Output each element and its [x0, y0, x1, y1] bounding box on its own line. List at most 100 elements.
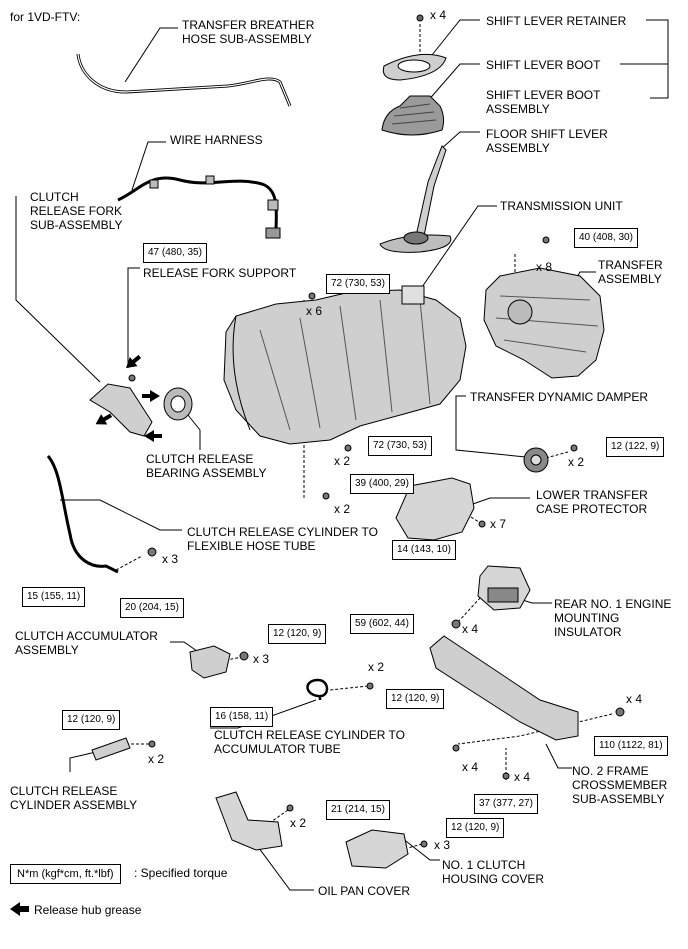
label-transfer-breather: TRANSFER BREATHER	[182, 18, 315, 32]
label-floor-shift-lever: FLOOR SHIFT LEVER	[486, 127, 608, 141]
torque-cylinder: 12 (120, 9)	[62, 710, 121, 730]
torque-housing-cover: 12 (120, 9)	[446, 818, 505, 838]
qty-trans-bottom: x 2	[334, 454, 351, 468]
leader-boot	[419, 63, 480, 111]
label-oil-pan-cover: OIL PAN COVER	[318, 884, 411, 898]
leader-bearing	[183, 409, 201, 450]
label-floor-shift-lever-2: ASSEMBLY	[486, 141, 550, 155]
label-clutch-accumulator: CLUTCH ACCUMULATOR	[15, 629, 158, 643]
release-fork-shape	[89, 383, 153, 437]
oil-pan-cover-shape	[215, 791, 283, 851]
label-crossmember-2: CROSSMEMBER	[572, 778, 668, 792]
leader-release-cyl	[69, 751, 97, 772]
label-crossmember-3: SUB-ASSEMBLY	[572, 792, 665, 806]
label-clutch-release-fork-2: RELEASE FORK	[30, 204, 123, 218]
qty-cylinder: x 2	[148, 752, 165, 766]
crossmember-shape	[429, 635, 579, 741]
qty-retainer: x 4	[430, 8, 447, 22]
model-header: for 1VD-FTV:	[10, 10, 81, 24]
torque-tube-left: 16 (158, 11)	[210, 707, 274, 727]
leader-fork-support	[127, 267, 140, 368]
qty-hose: x 3	[162, 552, 179, 566]
qty-trans-top: x 6	[306, 304, 323, 318]
label-release-bearing: CLUTCH RELEASE	[146, 452, 254, 466]
label-transfer-breather-2: HOSE SUB-ASSEMBLY	[182, 32, 312, 46]
transmission-housing	[223, 289, 467, 445]
transfer-case	[483, 267, 605, 379]
floor-lever-rod	[415, 145, 447, 237]
label-transfer-assembly-2: ASSEMBLY	[598, 272, 662, 286]
qty-cross-right: x 4	[626, 692, 643, 706]
leader-accum-tube	[210, 699, 317, 729]
torque-hose-left: 15 (155, 11)	[22, 587, 86, 607]
bracket-shift-group	[646, 19, 669, 99]
grease-arrow-icons	[95, 354, 162, 442]
qty-protector: x 7	[490, 517, 507, 531]
label-shift-lever-boot: SHIFT LEVER BOOT	[486, 58, 601, 72]
leader-protector	[469, 497, 530, 506]
qty-trans-lower: x 2	[334, 502, 351, 516]
torque-trans-lower: 39 (400, 29)	[350, 474, 414, 494]
leader-hose-tube	[60, 499, 182, 531]
torque-trans-bottom: 72 (730, 53)	[368, 436, 432, 456]
label-housing-cover-2: HOUSING COVER	[442, 872, 545, 886]
qty-damper: x 2	[568, 455, 585, 469]
label-wire-harness: WIRE HARNESS	[170, 133, 263, 147]
label-transfer-damper: TRANSFER DYNAMIC DAMPER	[470, 390, 649, 404]
torque-transfer: 40 (408, 30)	[574, 228, 638, 248]
label-shift-lever-boot-assy-2: ASSEMBLY	[486, 102, 550, 116]
qty-oil-pan: x 2	[290, 816, 307, 830]
leader-breather	[124, 27, 178, 83]
label-crossmember: NO. 2 FRAME	[572, 764, 649, 778]
label-release-cylinder-2: CYLINDER ASSEMBLY	[10, 798, 138, 812]
leader-wire-harness	[131, 141, 166, 191]
label-clutch-release-fork-3: SUB-ASSEMBLY	[30, 218, 123, 232]
torque-fork-support: 47 (480, 35)	[143, 243, 207, 263]
accumulator-shape	[189, 645, 231, 679]
label-lower-protector: LOWER TRANSFER	[536, 488, 648, 502]
label-clutch-hose-tube: CLUTCH RELEASE CYLINDER TO	[187, 525, 378, 539]
leader-damper	[455, 395, 537, 459]
label-shift-lever-retainer: SHIFT LEVER RETAINER	[486, 14, 627, 28]
qty-mount: x 4	[462, 622, 479, 636]
label-release-fork-support: RELEASE FORK SUPPORT	[143, 266, 297, 280]
torque-damper: 12 (122, 9)	[606, 437, 665, 457]
legend-grease-arrow-icon	[10, 902, 29, 916]
label-rear-mount: REAR NO. 1 ENGINE	[554, 597, 672, 611]
label-rear-mount-3: INSULATOR	[554, 625, 622, 639]
torque-crossmember: 110 (1122, 81)	[594, 736, 668, 756]
leader-floor-lever	[439, 131, 480, 151]
legend-grease-text: Release hub grease	[34, 903, 142, 917]
label-accum-tube-2: ACCUMULATOR TUBE	[214, 742, 341, 756]
hose-tube-shape	[46, 455, 119, 574]
label-lower-protector-2: CASE PROTECTOR	[536, 502, 648, 516]
accum-tube-shape	[306, 678, 329, 700]
qty-transfer: x 8	[536, 260, 553, 274]
leader-oil-pan	[249, 835, 314, 891]
legend-torque-box: N*m (kgf*cm, ft.*lbf)	[10, 864, 121, 884]
torque-hose-right: 20 (204, 15)	[120, 598, 184, 618]
leader-housing-cover	[401, 837, 440, 861]
wire-harness-shape	[117, 176, 278, 233]
label-housing-cover: NO. 1 CLUTCH	[442, 858, 526, 872]
torque-mount: 59 (602, 44)	[350, 614, 414, 634]
leader-crossmember	[545, 743, 572, 769]
qty-tube: x 2	[368, 660, 385, 674]
label-rear-mount-2: MOUNTING	[554, 611, 620, 625]
label-shift-lever-boot-assy: SHIFT LEVER BOOT	[486, 88, 601, 102]
qty-housing-cover: x 3	[434, 838, 451, 852]
legend-torque-text: : Specified torque	[134, 866, 228, 880]
label-release-bearing-2: BEARING ASSEMBLY	[146, 466, 267, 480]
housing-cover-shape	[345, 829, 409, 869]
qty-accumulator: x 3	[253, 652, 270, 666]
label-release-cylinder: CLUTCH RELEASE	[10, 784, 118, 798]
label-clutch-hose-tube-2: FLEXIBLE HOSE TUBE	[187, 539, 316, 553]
torque-protector: 14 (143, 10)	[392, 540, 456, 560]
torque-oil-pan: 21 (214, 15)	[326, 800, 390, 820]
protector-shape	[395, 477, 475, 541]
leader-transmission	[419, 205, 497, 291]
leader-retainer	[427, 19, 480, 61]
label-clutch-release-fork: CLUTCH	[30, 190, 79, 204]
torque-accumulator: 12 (120, 9)	[268, 624, 327, 644]
